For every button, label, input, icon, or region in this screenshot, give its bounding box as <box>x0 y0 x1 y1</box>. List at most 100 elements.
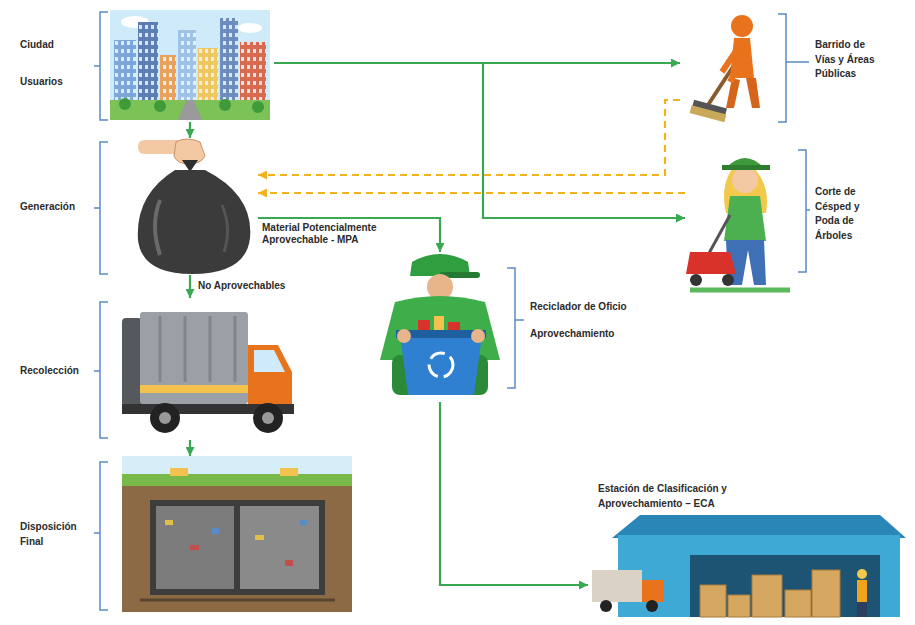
garbage-truck-picture <box>159 316 162 382</box>
label-group: CiudadUsuarios <box>20 38 90 89</box>
recycler-picture <box>380 254 500 395</box>
city-picture <box>114 40 136 110</box>
recycler-picture <box>397 329 411 343</box>
sweeper-picture <box>690 105 727 122</box>
city-picture <box>110 10 270 120</box>
flow-arrow <box>189 275 191 298</box>
recycler-picture <box>400 335 482 395</box>
label-group: Disposición Final <box>20 520 90 549</box>
city-picture <box>220 18 238 110</box>
city-picture <box>178 30 196 110</box>
node-label: Reciclador de Oficio <box>530 300 645 315</box>
diagram-node: CiudadUsuarios <box>12 8 274 122</box>
eca-warehouse-picture <box>592 515 906 617</box>
dashed-flow-arrow <box>258 100 680 175</box>
flow-arrow <box>189 122 191 138</box>
eca-warehouse-picture <box>700 585 726 617</box>
dashed-flow-arrow <box>258 192 685 194</box>
landfill-picture <box>165 520 173 525</box>
node-label: Disposición Final <box>20 520 90 549</box>
landfill-picture <box>156 506 234 589</box>
node-label: Corte de Césped y Poda de Árboles <box>815 185 870 243</box>
grass-cutter-picture <box>690 288 790 293</box>
landfill-picture <box>122 456 352 612</box>
bracket <box>94 12 108 120</box>
label-group: Reciclador de OficioAprovechamiento <box>530 300 645 341</box>
eca-warehouse-picture <box>857 580 867 602</box>
bracket <box>94 12 810 610</box>
edge-label-holder: Material Potencialmente Aprovechable - M… <box>262 222 390 246</box>
eca-warehouse-picture <box>592 570 642 602</box>
garbage-truck-picture <box>254 350 285 372</box>
city-picture <box>240 42 266 110</box>
eca-warehouse-picture <box>618 535 900 617</box>
landfill-picture <box>170 468 188 476</box>
landfill-picture <box>122 474 352 486</box>
city-picture <box>252 101 264 113</box>
flow-arrow <box>189 440 191 456</box>
eca-warehouse-picture <box>857 569 867 579</box>
eca-warehouse-picture <box>752 575 782 617</box>
garbage-truck-picture <box>184 316 187 382</box>
sweeper-picture <box>730 48 748 82</box>
garbage-truck-picture <box>159 412 171 424</box>
label-group: Corte de Césped y Poda de Árboles <box>815 185 870 243</box>
city-picture <box>114 40 136 110</box>
flow-arrow <box>258 218 440 252</box>
city-picture <box>219 99 231 111</box>
edge-label: Material Potencialmente Aprovechable - M… <box>262 222 390 246</box>
node-label: Aprovechamiento <box>530 327 645 342</box>
grass-cutter-picture <box>708 215 730 255</box>
diagram-node: Barrido de Vías y Áreas Públicas <box>680 8 905 128</box>
grass-cutter-picture <box>686 158 790 290</box>
eca-warehouse-picture <box>812 570 840 617</box>
recycler-picture <box>429 353 453 377</box>
landfill-picture <box>285 560 293 566</box>
grass-cutter-picture <box>722 274 734 286</box>
city-picture <box>138 22 158 110</box>
garbage-bag-picture <box>222 205 228 252</box>
diagram-node: Disposición Final <box>12 456 352 613</box>
label-group: Generación <box>20 200 90 215</box>
landfill-picture <box>280 468 298 476</box>
garbage-bag-picture <box>138 139 251 274</box>
garbage-truck-picture <box>262 412 274 424</box>
bracket <box>94 462 108 610</box>
landfill-picture <box>212 528 219 534</box>
garbage-truck-picture <box>140 312 248 404</box>
city-picture <box>238 23 262 33</box>
city-picture <box>178 100 202 120</box>
diagram-node: Corte de Césped y Poda de Árboles <box>685 135 905 297</box>
garbage-truck-picture <box>248 345 292 408</box>
eca-warehouse-picture <box>785 590 811 617</box>
diagram-node: Generación <box>12 138 258 275</box>
eca-warehouse-picture <box>642 580 664 602</box>
label-group: Recolección <box>20 364 90 379</box>
garbage-truck-picture <box>209 316 212 382</box>
city-picture <box>220 18 238 110</box>
garbage-truck-picture <box>122 318 142 406</box>
city-picture <box>119 98 131 110</box>
grass-cutter-picture <box>722 165 770 170</box>
garbage-truck-picture <box>140 385 248 393</box>
bracket <box>798 150 810 272</box>
node-label: Ciudad <box>20 38 90 53</box>
node-label: Estación de Clasificación y Aprovechamie… <box>598 482 738 511</box>
landfill-picture <box>190 545 199 550</box>
eca-warehouse-picture <box>728 595 750 617</box>
label-group: Estación de Clasificación y Aprovechamie… <box>598 482 738 511</box>
garbage-bag-picture <box>155 200 160 255</box>
node-label: Barrido de Vías y Áreas Públicas <box>815 38 877 82</box>
bracket <box>94 302 108 438</box>
landfill-picture <box>140 599 335 602</box>
bracket <box>507 268 524 388</box>
garbage-truck-picture <box>253 403 283 433</box>
city-picture <box>154 100 166 112</box>
eca-warehouse-picture <box>600 600 612 612</box>
flow-arrow <box>440 402 588 585</box>
grass-cutter-picture <box>724 196 766 241</box>
grass-cutter-picture <box>732 167 758 193</box>
landfill-picture <box>122 456 352 612</box>
